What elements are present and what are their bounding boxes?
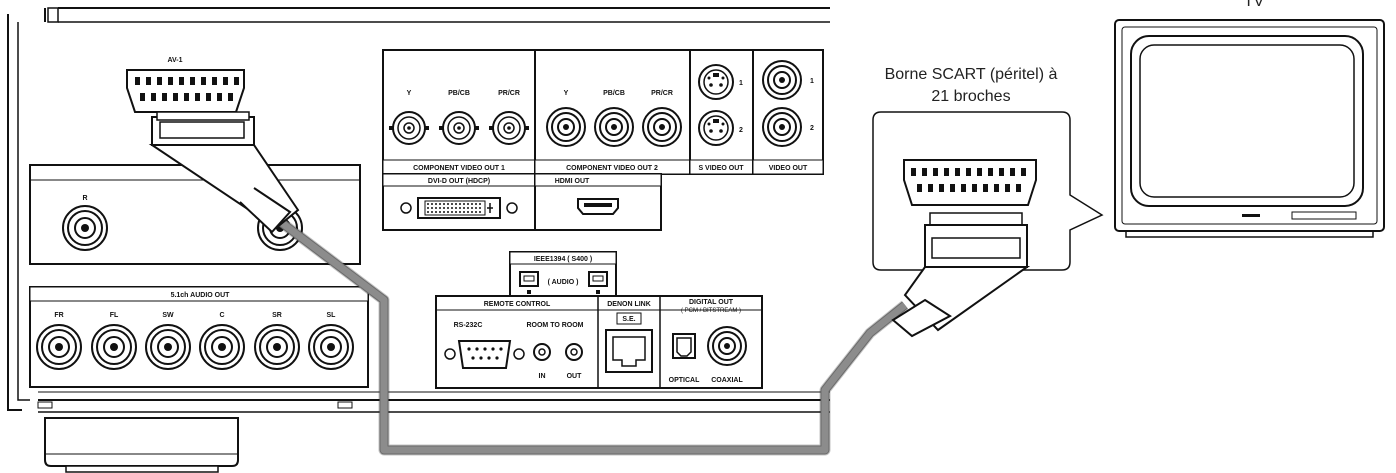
- c2-pb-label: PB/CB: [603, 90, 625, 97]
- audio51-fr-label: FR: [54, 312, 63, 319]
- audio51-sl-label: SL: [327, 312, 337, 319]
- video-panel: VIDEO OUT 1 2: [752, 49, 824, 175]
- dvi-panel: DVI-D OUT (HDCP): [382, 173, 536, 231]
- ieee-sub: ( AUDIO ): [548, 279, 579, 286]
- ieee1394-panel: IEEE1394 ( S400 ) ( AUDIO ): [509, 251, 617, 297]
- remote-panel: REMOTE CONTROL RS-232C ROOM TO ROOM IN O…: [435, 295, 763, 389]
- scart-plug-tv: [891, 212, 1031, 338]
- c1-pr-label: PR/CR: [498, 90, 520, 97]
- optical-label: OPTICAL: [669, 377, 700, 384]
- digital-sub: ( PCM / BITSTREAM ): [681, 308, 741, 314]
- room-in-label: IN: [539, 373, 546, 380]
- component2-panel: COMPONENT VIDEO OUT 2 Y PB/CB PR/CR: [534, 49, 691, 175]
- coaxial-label: COAXIAL: [711, 377, 743, 384]
- ieee-title: IEEE1394 ( S400 ): [534, 256, 592, 263]
- scart-caption-line2: 21 broches: [931, 88, 1010, 105]
- av1-label: AV-1: [167, 57, 182, 64]
- audio51-title: 5.1ch AUDIO OUT: [171, 292, 231, 299]
- svideo-2-label: 2: [739, 127, 743, 134]
- scart-cable: [274, 215, 909, 456]
- c2-y-label: Y: [564, 90, 569, 97]
- player-chassis: [7, 7, 830, 473]
- audio51-c-label: C: [219, 312, 224, 319]
- room-out-label: OUT: [567, 373, 583, 380]
- remote-title: REMOTE CONTROL: [484, 301, 551, 308]
- scart-plug-player: [148, 111, 300, 234]
- c1-pb-label: PB/CB: [448, 90, 470, 97]
- denon-title: DENON LINK: [607, 301, 651, 308]
- video-1-label: 1: [810, 78, 814, 85]
- room-label: ROOM TO ROOM: [526, 322, 583, 329]
- rs232c-label: RS-232C: [454, 322, 483, 329]
- component2-title: COMPONENT VIDEO OUT 2: [566, 165, 658, 172]
- stereo-r-label: R: [82, 195, 87, 202]
- component1-panel: COMPONENT VIDEO OUT 1 Y PB/CB PR/CR: [382, 49, 536, 175]
- tv-set: TV: [1114, 0, 1385, 238]
- scart-caption-line1: Borne SCART (péritel) à: [885, 66, 1058, 83]
- video-title: VIDEO OUT: [769, 165, 808, 172]
- tv-label: TV: [1244, 0, 1265, 10]
- c1-y-label: Y: [407, 90, 412, 97]
- audio51-fl-label: FL: [110, 312, 119, 319]
- svideo-title: S VIDEO OUT: [698, 165, 744, 172]
- component1-title: COMPONENT VIDEO OUT 1: [413, 165, 505, 172]
- video-2-label: 2: [810, 125, 814, 132]
- audio51-sr-label: SR: [272, 312, 282, 319]
- audio51-sw-label: SW: [162, 312, 174, 319]
- c2-pr-label: PR/CR: [651, 90, 673, 97]
- svideo-1-label: 1: [739, 80, 743, 87]
- denon-se: S.E.: [622, 316, 635, 323]
- av1-scart-socket: AV-1: [126, 57, 245, 113]
- stereo-r-jack: [62, 205, 108, 251]
- dvi-title: DVI-D OUT (HDCP): [428, 178, 490, 185]
- hdmi-panel: HDMI OUT: [534, 173, 662, 231]
- digital-title: DIGITAL OUT: [689, 299, 734, 306]
- audio51-panel: 5.1ch AUDIO OUT FR FL SW C SR SL: [29, 286, 369, 388]
- hdmi-title: HDMI OUT: [555, 178, 590, 185]
- svideo-panel: S VIDEO OUT 1 2: [689, 49, 754, 175]
